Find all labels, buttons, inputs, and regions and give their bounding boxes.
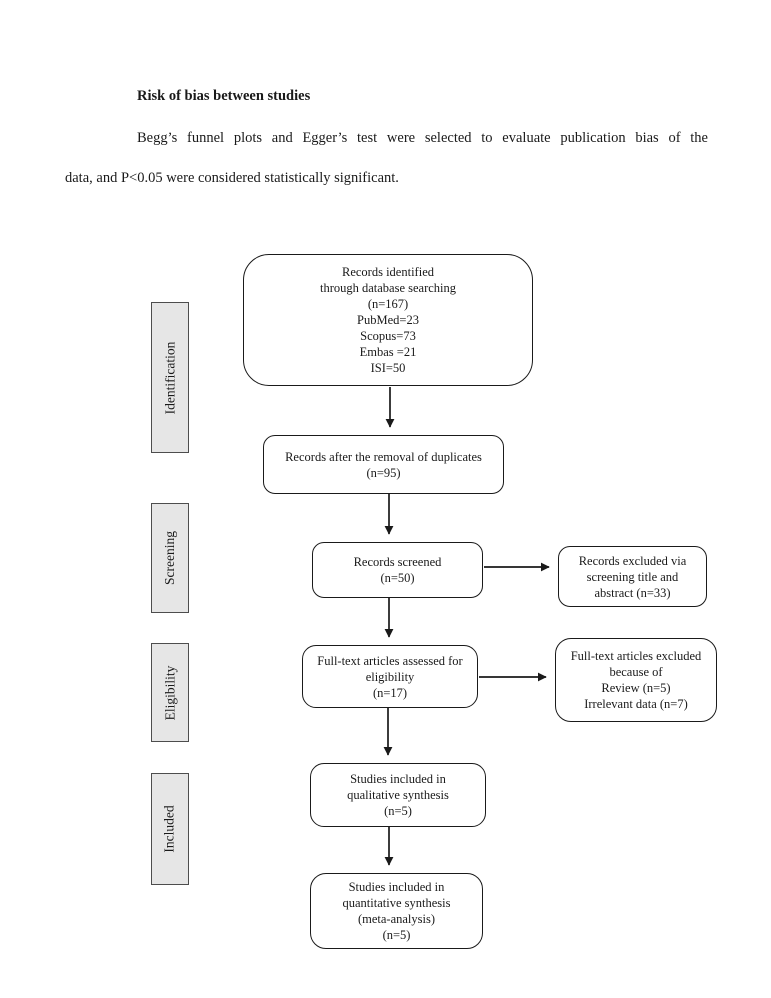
section-heading: Risk of bias between studies xyxy=(137,88,311,104)
stage-eligibility-label: Eligibility xyxy=(162,665,178,720)
box-quantitative-synthesis: Studies included in quantitative synthes… xyxy=(310,873,483,949)
box-records-identified-text: Records identified through database sear… xyxy=(319,265,457,375)
box-fulltext-excluded: Full-text articles excluded because of R… xyxy=(555,638,717,722)
stage-included: Included xyxy=(151,773,189,885)
box-records-screened: Records screened (n=50) xyxy=(312,542,483,598)
box-records-excluded: Records excluded via screening title and… xyxy=(558,546,707,607)
box-duplicates-removed-text: Records after the removal of duplicates … xyxy=(285,449,482,480)
stage-eligibility: Eligibility xyxy=(151,643,189,742)
stage-included-label: Included xyxy=(162,805,178,853)
box-fulltext-assessed-text: Full-text articles assessed for eligibil… xyxy=(317,653,463,700)
stage-identification: Identification xyxy=(151,302,189,453)
stage-screening: Screening xyxy=(151,503,189,613)
body-paragraph-line-2: data, and P<0.05 were considered statist… xyxy=(65,170,399,186)
stage-identification-label: Identification xyxy=(162,341,178,414)
box-fulltext-excluded-text: Full-text articles excluded because of R… xyxy=(570,649,702,711)
box-duplicates-removed: Records after the removal of duplicates … xyxy=(263,435,504,494)
box-quantitative-synthesis-text: Studies included in quantitative synthes… xyxy=(342,880,451,942)
box-qualitative-synthesis-text: Studies included in qualitative synthesi… xyxy=(347,772,449,818)
box-qualitative-synthesis: Studies included in qualitative synthesi… xyxy=(310,763,486,827)
box-fulltext-assessed: Full-text articles assessed for eligibil… xyxy=(302,645,478,708)
box-records-excluded-text: Records excluded via screening title and… xyxy=(578,553,687,600)
box-records-screened-text: Records screened (n=50) xyxy=(353,555,442,585)
stage-screening-label: Screening xyxy=(162,531,178,585)
box-records-identified: Records identified through database sear… xyxy=(243,254,533,386)
body-paragraph-line-1: Begg’s funnel plots and Egger’s test wer… xyxy=(137,130,708,146)
